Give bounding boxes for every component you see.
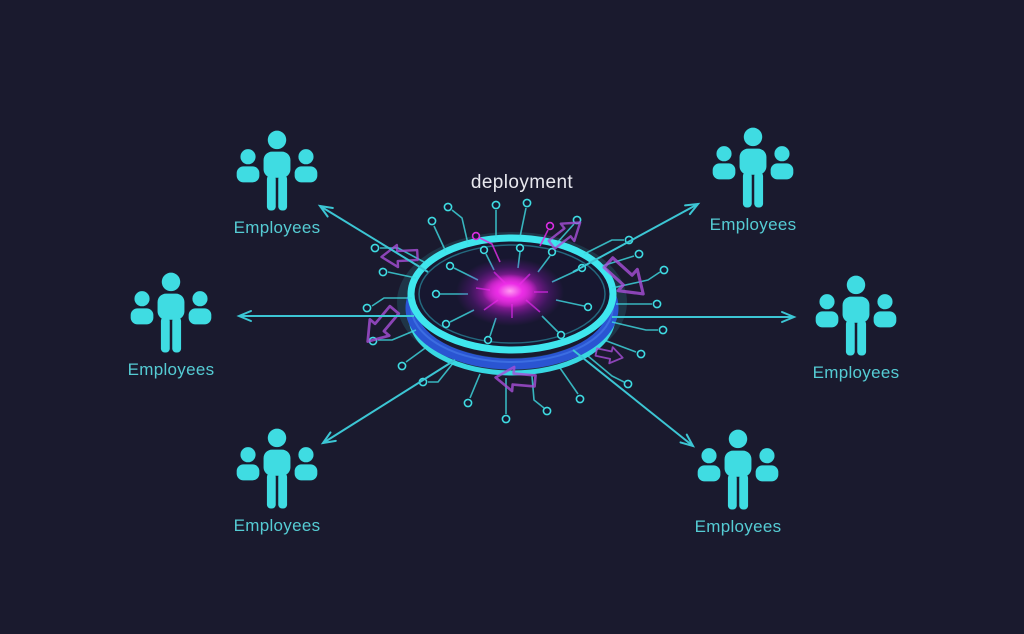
trace xyxy=(583,239,624,255)
node xyxy=(397,361,407,371)
employees-icon xyxy=(234,427,320,511)
hub-inner-ring xyxy=(418,244,606,344)
node xyxy=(636,349,646,359)
use xyxy=(713,128,794,208)
node xyxy=(370,243,380,253)
trace xyxy=(611,321,658,331)
employees-icon xyxy=(695,428,781,512)
trace xyxy=(519,207,527,238)
employee-group-label: Employees xyxy=(233,218,321,237)
node xyxy=(378,267,388,277)
employee-group-top-left: Employees xyxy=(207,129,347,238)
node xyxy=(515,243,525,253)
trace xyxy=(378,329,417,341)
employee-group-mid-left: Employees xyxy=(101,271,241,380)
employee-group-bottom-right: Employees xyxy=(668,428,808,537)
node xyxy=(483,335,493,345)
employee-group-top-right: Employees xyxy=(683,126,823,235)
node xyxy=(479,245,489,255)
node xyxy=(623,379,633,389)
connector-arrows xyxy=(236,202,797,448)
employees-icon xyxy=(234,129,320,213)
use xyxy=(131,273,212,353)
node xyxy=(583,302,593,312)
arrow-to-top-right xyxy=(572,202,701,273)
node xyxy=(445,261,455,271)
employee-group-label: Employees xyxy=(709,215,797,234)
trace xyxy=(559,367,579,395)
node xyxy=(542,406,552,416)
node-m xyxy=(545,221,555,231)
use xyxy=(237,429,318,509)
node xyxy=(575,394,585,404)
employee-group-bottom-left: Employees xyxy=(207,427,347,536)
trace-m xyxy=(479,237,501,263)
node xyxy=(427,216,437,226)
node xyxy=(491,200,501,210)
trace xyxy=(531,375,545,409)
trace xyxy=(469,373,481,399)
node xyxy=(362,303,372,313)
use xyxy=(816,276,897,356)
trace xyxy=(555,223,575,245)
trace xyxy=(451,209,469,245)
trace xyxy=(428,361,455,383)
trace xyxy=(405,345,429,363)
employees-icon xyxy=(710,126,796,210)
node xyxy=(659,265,669,275)
node xyxy=(443,202,453,212)
trace xyxy=(587,355,625,383)
node xyxy=(441,319,451,329)
node xyxy=(463,398,473,408)
trace xyxy=(433,225,447,253)
deployment-label: deployment xyxy=(470,172,574,193)
employee-group-label: Employees xyxy=(694,517,782,536)
trace xyxy=(387,271,417,279)
node xyxy=(652,299,662,309)
employees-icon xyxy=(813,274,899,358)
node xyxy=(634,249,644,259)
node xyxy=(658,325,668,335)
employee-group-label: Employees xyxy=(233,516,321,535)
node xyxy=(547,247,557,257)
core-inner-glow xyxy=(482,274,538,308)
trace xyxy=(541,315,559,333)
hub-core-glow xyxy=(456,258,564,326)
use xyxy=(698,430,779,510)
trace xyxy=(371,297,412,307)
trace xyxy=(603,339,637,353)
node-m xyxy=(471,231,481,241)
arrow-to-bottom-right xyxy=(572,349,696,448)
node xyxy=(522,198,532,208)
node xyxy=(556,330,566,340)
employee-group-label: Employees xyxy=(127,360,215,379)
use xyxy=(237,131,318,211)
arrow-to-top-left xyxy=(317,204,429,273)
trace-m xyxy=(539,229,549,247)
node xyxy=(501,414,511,424)
node xyxy=(431,289,441,299)
arrow-to-bottom-left xyxy=(320,359,456,445)
circuit-traces-outer xyxy=(362,198,669,424)
employee-group-label: Employees xyxy=(812,363,900,382)
employees-icon xyxy=(128,271,214,355)
employee-group-mid-right: Employees xyxy=(786,274,926,383)
